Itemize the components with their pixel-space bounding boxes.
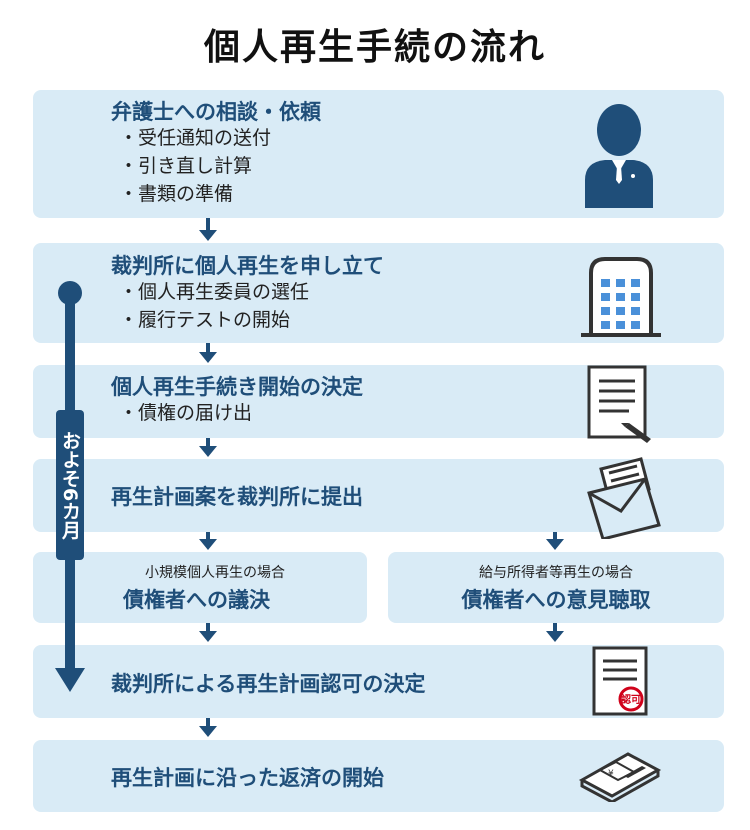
step-heading: 再生計画案を裁判所に提出 bbox=[111, 485, 363, 509]
step-commencement-decision: 個人再生手続き開始の決定 ・債権の届け出 bbox=[33, 365, 724, 443]
money-bundle-icon: ¥ bbox=[578, 752, 662, 802]
step-items: ・債権の届け出 bbox=[119, 399, 252, 427]
step-heading: 裁判所による再生計画認可の決定 bbox=[111, 672, 426, 696]
step-items: ・受任通知の送付 ・引き直し計算 ・書類の準備 bbox=[119, 124, 271, 208]
branch-condition: 給与所得者等再生の場合 bbox=[479, 565, 633, 581]
flow-arrow bbox=[546, 539, 564, 550]
step-heading: 裁判所に個人再生を申し立て bbox=[111, 254, 384, 278]
step-item: ・受任通知の送付 bbox=[119, 127, 272, 149]
step-item: ・債権の届け出 bbox=[119, 402, 253, 424]
flow-arrow bbox=[199, 352, 217, 363]
step-salary-earner-hearing: 給与所得者等再生の場合 債権者への意見聴取 bbox=[388, 552, 724, 623]
lawyer-icon bbox=[585, 104, 653, 208]
step-small-scale-vote: 小規模個人再生の場合 債権者への議決 bbox=[33, 552, 367, 623]
flow-arrow bbox=[546, 631, 564, 642]
step-item: ・書類の準備 bbox=[119, 183, 234, 205]
branch-condition: 小規模個人再生の場合 bbox=[145, 565, 285, 581]
step-item: ・履行テストの開始 bbox=[119, 309, 291, 331]
flow-arrow-stem bbox=[206, 532, 210, 542]
approval-stamp-document-icon: 認可 bbox=[592, 646, 648, 716]
flow-arrow bbox=[199, 631, 217, 642]
flow-arrow bbox=[199, 539, 217, 550]
flow-arrow-stem bbox=[206, 343, 210, 355]
step-consult-lawyer: 弁護士への相談・依頼 ・受任通知の送付 ・引き直し計算 ・書類の準備 bbox=[33, 90, 724, 218]
step-heading: 弁護士への相談・依頼 bbox=[111, 100, 321, 124]
step-heading: 個人再生手続き開始の決定 bbox=[111, 375, 363, 399]
courthouse-icon bbox=[581, 257, 661, 337]
yen-mark-icon: ¥ bbox=[608, 769, 614, 779]
step-repayment-start: 再生計画に沿った返済の開始 ¥ bbox=[33, 740, 724, 812]
flow-arrow bbox=[199, 446, 217, 457]
document-pen-icon bbox=[587, 365, 651, 443]
flow-arrow bbox=[199, 726, 217, 737]
stamp-text: 認可 bbox=[621, 693, 641, 706]
step-item: ・個人再生委員の選任 bbox=[119, 281, 310, 303]
timeline-start-dot bbox=[58, 281, 82, 305]
envelope-document-icon bbox=[587, 457, 661, 539]
branch-heading: 債権者への議決 bbox=[123, 588, 270, 612]
step-submit-plan: 再生計画案を裁判所に提出 bbox=[33, 457, 724, 539]
flow-arrow-stem bbox=[206, 718, 210, 729]
branch-heading: 債権者への意見聴取 bbox=[461, 588, 651, 612]
step-heading: 再生計画に沿った返済の開始 bbox=[111, 766, 384, 790]
flow-arrow bbox=[199, 230, 217, 241]
flow-arrow-stem bbox=[553, 532, 557, 542]
step-file-petition: 裁判所に個人再生を申し立て ・個人再生委員の選任 ・履行テストの開始 bbox=[33, 243, 724, 343]
step-item: ・引き直し計算 bbox=[119, 155, 253, 177]
flow-arrow-stem bbox=[206, 623, 210, 634]
flow-arrow-stem bbox=[553, 623, 557, 634]
flow-arrow-stem bbox=[206, 218, 210, 232]
timeline-arrow-head bbox=[55, 668, 85, 692]
step-items: ・個人再生委員の選任 ・履行テストの開始 bbox=[119, 278, 309, 334]
step-plan-approval: 裁判所による再生計画認可の決定 認可 bbox=[33, 645, 724, 718]
flow-arrow-stem bbox=[206, 438, 210, 449]
timeline-duration-label: およそ6カ月 bbox=[56, 410, 84, 560]
page-title: 個人再生手続の流れ bbox=[203, 27, 546, 68]
